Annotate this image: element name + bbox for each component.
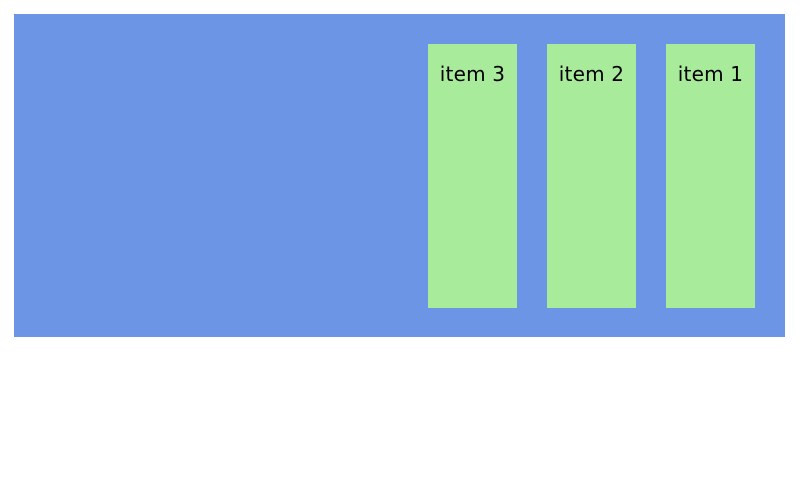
flex-container: item 1 item 2 item 3 [14, 14, 785, 337]
flex-item-1: item 1 [666, 44, 755, 308]
flex-item-2: item 2 [547, 44, 636, 308]
flex-item-3: item 3 [428, 44, 517, 308]
